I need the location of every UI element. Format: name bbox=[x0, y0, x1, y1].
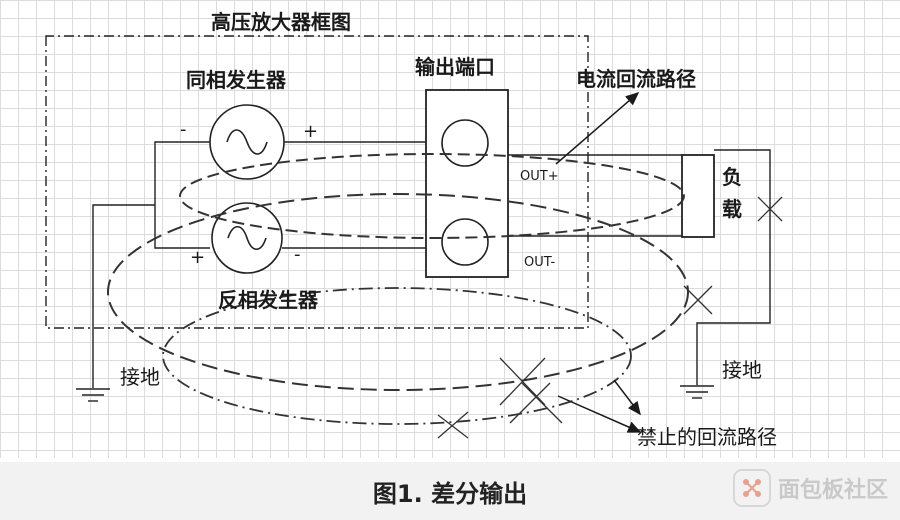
ground-left-label: 接地 bbox=[120, 365, 160, 389]
antiphase-generator-label: 反相发生器 bbox=[218, 288, 319, 312]
amplifier-title: 高压放大器框图 bbox=[211, 10, 351, 34]
forbidden-path-arrow-2 bbox=[613, 379, 641, 416]
forbidden-path-label: 禁止的回流路径 bbox=[637, 425, 777, 449]
amplifier-boundary bbox=[45, 35, 589, 329]
forbidden-path-loop-dashdot bbox=[162, 287, 632, 425]
ground-symbol-right bbox=[680, 385, 714, 399]
cross-marks bbox=[437, 196, 783, 439]
watermark-logo-icon bbox=[732, 469, 771, 507]
top-generator-minus-sign: - bbox=[180, 119, 187, 140]
watermark-text: 面包板社区 bbox=[777, 478, 888, 503]
bottom-generator-plus-sign: + bbox=[190, 247, 205, 268]
output-port bbox=[425, 89, 509, 278]
antiphase-generator bbox=[211, 202, 283, 274]
ground-symbol-left bbox=[76, 388, 110, 402]
return-path-label: 电流回流路径 bbox=[576, 67, 696, 91]
load-label-line2: 载 bbox=[722, 197, 742, 221]
return-path-loop-small bbox=[179, 153, 685, 239]
forbidden-path-loop-large bbox=[107, 193, 689, 391]
watermark: 面包板社区 bbox=[732, 466, 888, 510]
inphase-generator-label: 同相发生器 bbox=[186, 68, 287, 92]
load-label-line1: 负 bbox=[722, 165, 742, 189]
ground-right-label: 接地 bbox=[722, 358, 762, 382]
return-path-arrow bbox=[555, 92, 640, 165]
output-port-label: 输出端口 bbox=[415, 55, 495, 79]
figure-caption: 图1. 差分输出 bbox=[372, 480, 528, 508]
top-generator-plus-sign: + bbox=[303, 121, 318, 142]
load-resistor bbox=[681, 154, 715, 238]
forbidden-path-arrow-1 bbox=[557, 395, 642, 433]
out-plus-label: OUT+ bbox=[520, 169, 559, 184]
out-minus-label: OUT- bbox=[524, 255, 555, 270]
differential-output-diagram: 高压放大器框图 同相发生器 反相发生器 输出端口 电流回流路径 OUT+ OUT… bbox=[45, 10, 783, 449]
bottom-generator-minus-sign: - bbox=[294, 244, 301, 265]
wiring bbox=[92, 141, 771, 388]
